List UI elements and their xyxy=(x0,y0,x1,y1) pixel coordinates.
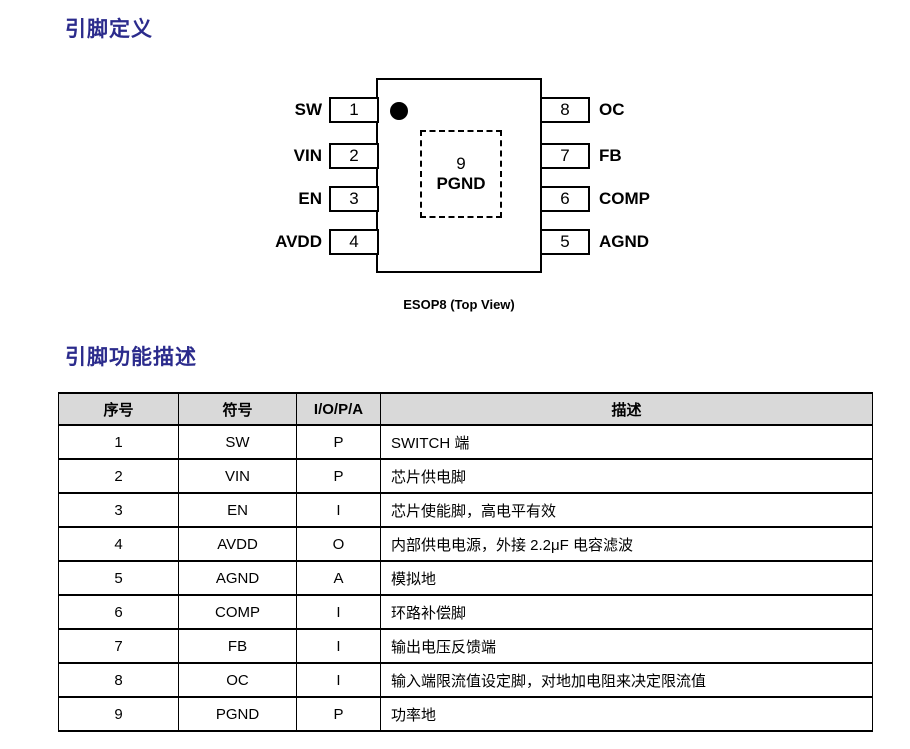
thermal-pad-number: 9 xyxy=(456,154,466,173)
cell-description: 功率地 xyxy=(380,696,873,732)
cell-description: 芯片供电脚 xyxy=(380,458,873,494)
cell-number: 5 xyxy=(58,560,179,596)
cell-symbol: COMP xyxy=(178,594,297,630)
cell-description: 环路补偿脚 xyxy=(380,594,873,630)
pin-number-2: 2 xyxy=(349,146,359,165)
pin-row-5: 5 AGND xyxy=(540,229,649,255)
cell-symbol: PGND xyxy=(178,696,297,732)
table-row: 1 SW P SWITCH 端 xyxy=(58,424,873,460)
pin-label-en: EN xyxy=(298,189,322,208)
pin-row-4: AVDD 4 xyxy=(240,229,379,255)
cell-symbol: AGND xyxy=(178,560,297,596)
cell-number: 3 xyxy=(58,492,179,528)
table-row: 3 EN I 芯片使能脚，高电平有效 xyxy=(58,492,873,528)
cell-symbol: FB xyxy=(178,628,297,664)
section-title-pin-function: 引脚功能描述 xyxy=(65,346,197,369)
cell-symbol: OC xyxy=(178,662,297,698)
col-header-iopa: I/O/P/A xyxy=(296,392,381,426)
pin-number-3: 3 xyxy=(349,189,359,208)
table-row: 7 FB I 输出电压反馈端 xyxy=(58,628,873,664)
col-header-number: 序号 xyxy=(58,392,179,426)
pin1-marker-dot-icon xyxy=(390,102,408,120)
pin-label-sw: SW xyxy=(294,100,322,119)
pin-number-7: 7 xyxy=(560,146,570,165)
pin-box-3: 3 xyxy=(329,186,379,212)
pin-label-vin: VIN xyxy=(293,146,322,165)
table-row: 4 AVDD O 内部供电电源，外接 2.2μF 电容滤波 xyxy=(58,526,873,562)
cell-type: I xyxy=(296,594,381,630)
table-row: 9 PGND P 功率地 xyxy=(58,696,873,732)
table-header-row: 序号 符号 I/O/P/A 描述 xyxy=(58,392,873,426)
col-header-symbol: 符号 xyxy=(178,392,297,426)
cell-number: 7 xyxy=(58,628,179,664)
col-header-description: 描述 xyxy=(380,392,873,426)
package-caption: ESOP8 (Top View) xyxy=(403,297,515,312)
cell-type: I xyxy=(296,662,381,698)
section-title-pin-definition: 引脚定义 xyxy=(65,18,153,41)
pin-row-1: SW 1 xyxy=(240,97,379,123)
pin-box-7: 7 xyxy=(540,143,590,169)
cell-type: I xyxy=(296,492,381,528)
pin-box-5: 5 xyxy=(540,229,590,255)
pin-number-1: 1 xyxy=(349,100,359,119)
cell-description: 模拟地 xyxy=(380,560,873,596)
pin-number-8: 8 xyxy=(560,100,570,119)
pin-label-fb: FB xyxy=(599,146,622,165)
cell-number: 6 xyxy=(58,594,179,630)
cell-number: 8 xyxy=(58,662,179,698)
pin-box-1: 1 xyxy=(329,97,379,123)
cell-type: P xyxy=(296,696,381,732)
cell-description: 输出电压反馈端 xyxy=(380,628,873,664)
table-row: 5 AGND A 模拟地 xyxy=(58,560,873,596)
cell-number: 1 xyxy=(58,424,179,460)
cell-symbol: EN xyxy=(178,492,297,528)
pin-box-2: 2 xyxy=(329,143,379,169)
table-row: 2 VIN P 芯片供电脚 xyxy=(58,458,873,494)
cell-description: SWITCH 端 xyxy=(380,424,873,460)
pin-row-3: EN 3 xyxy=(240,186,379,212)
cell-symbol: AVDD xyxy=(178,526,297,562)
pin-box-6: 6 xyxy=(540,186,590,212)
cell-number: 9 xyxy=(58,696,179,732)
cell-description: 内部供电电源，外接 2.2μF 电容滤波 xyxy=(380,526,873,562)
pin-row-2: VIN 2 xyxy=(240,143,379,169)
pin-label-comp: COMP xyxy=(599,189,650,208)
cell-symbol: VIN xyxy=(178,458,297,494)
table-row: 6 COMP I 环路补偿脚 xyxy=(58,594,873,630)
thermal-pad: 9 PGND xyxy=(420,130,502,218)
cell-description: 芯片使能脚，高电平有效 xyxy=(380,492,873,528)
cell-type: I xyxy=(296,628,381,664)
pin-box-4: 4 xyxy=(329,229,379,255)
pin-number-5: 5 xyxy=(560,232,570,251)
cell-type: A xyxy=(296,560,381,596)
cell-number: 2 xyxy=(58,458,179,494)
cell-description: 输入端限流值设定脚，对地加电阻来决定限流值 xyxy=(380,662,873,698)
cell-type: P xyxy=(296,424,381,460)
pin-number-4: 4 xyxy=(349,232,359,251)
pin-row-8: 8 OC xyxy=(540,97,625,123)
pin-row-6: 6 COMP xyxy=(540,186,650,212)
pin-label-oc: OC xyxy=(599,100,625,119)
pin-label-avdd: AVDD xyxy=(275,232,322,251)
cell-number: 4 xyxy=(58,526,179,562)
cell-type: P xyxy=(296,458,381,494)
cell-symbol: SW xyxy=(178,424,297,460)
thermal-pad-label: PGND xyxy=(436,174,486,193)
pin-row-7: 7 FB xyxy=(540,143,622,169)
cell-type: O xyxy=(296,526,381,562)
table-row: 8 OC I 输入端限流值设定脚，对地加电阻来决定限流值 xyxy=(58,662,873,698)
pin-box-8: 8 xyxy=(540,97,590,123)
pin-number-6: 6 xyxy=(560,189,570,208)
pin-function-table: 序号 符号 I/O/P/A 描述 1 SW P SWITCH 端 2 VIN P… xyxy=(58,392,873,732)
pin-label-agnd: AGND xyxy=(599,232,650,251)
